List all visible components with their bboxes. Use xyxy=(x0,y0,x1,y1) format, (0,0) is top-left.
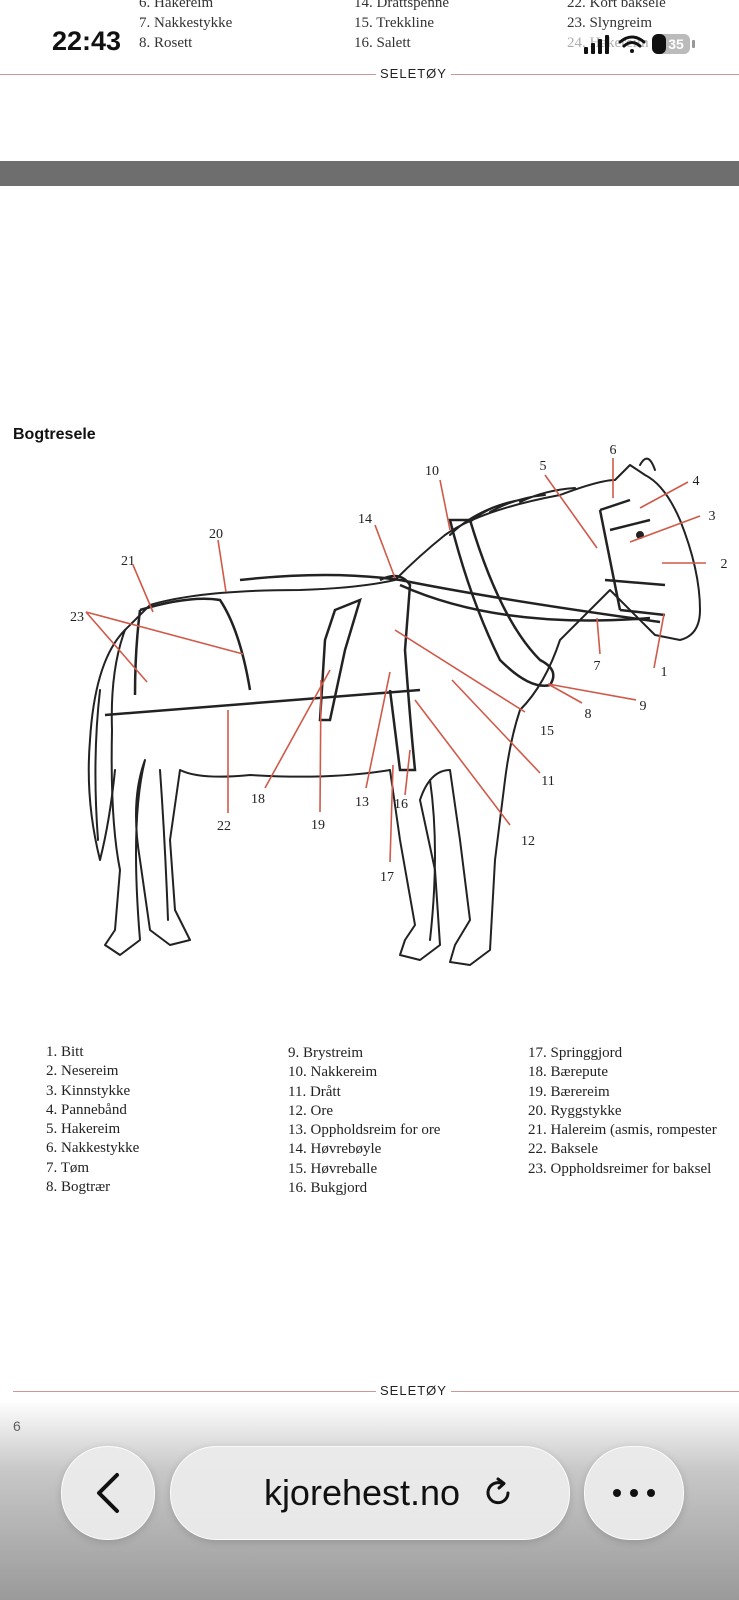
prev-legend-col3-item: 22. Kort baksele xyxy=(567,0,666,11)
callout-21: 21 xyxy=(121,554,135,569)
legend-column-2: 9. Brystreim 10. Nakkereim 11. Drått 12.… xyxy=(288,1044,440,1198)
harness-straps xyxy=(104,498,666,772)
ellipsis-icon xyxy=(613,1489,655,1497)
prev-legend-col1-item: 6. Hakereim xyxy=(139,0,214,11)
prev-legend-col3-item: 23. Slyngreim xyxy=(567,15,652,31)
callout-20: 20 xyxy=(209,527,223,542)
header-label: SELETØY xyxy=(376,66,451,81)
page-divider xyxy=(0,161,739,186)
legend-item: 4. Pannebånd xyxy=(46,1101,127,1118)
legend-item: 14. Høvrebøyle xyxy=(288,1141,382,1158)
horse-outline xyxy=(87,457,701,966)
legend-item: 12. Ore xyxy=(288,1102,333,1119)
prev-legend-col1-item: 8. Rosett xyxy=(139,35,193,51)
legend-item: 22. Baksele xyxy=(528,1141,598,1158)
legend-item: 9. Brystreim xyxy=(288,1045,363,1061)
legend-column-1: 1. Bitt 2. Nesereim 3. Kinnstykke 4. Pan… xyxy=(46,1043,139,1197)
back-button[interactable] xyxy=(61,1446,155,1540)
callout-4: 4 xyxy=(693,474,700,489)
legend-item: 15. Høvreballe xyxy=(288,1160,378,1177)
callout-9: 9 xyxy=(640,699,647,714)
legend-item: 8. Bogtrær xyxy=(46,1179,111,1196)
address-bar[interactable]: kjorehest.no xyxy=(170,1446,570,1540)
callout-10: 10 xyxy=(425,464,439,479)
legend-item: 5. Hakereim xyxy=(46,1121,121,1138)
legend-item: 3. Kinnstykke xyxy=(46,1082,131,1099)
callout-17: 17 xyxy=(380,870,394,885)
legend-item: 7. Tøm xyxy=(46,1159,90,1176)
legend-item: 20. Ryggstykke xyxy=(528,1102,622,1119)
wifi-icon xyxy=(618,35,646,53)
prev-legend-col2-item: 16. Salett xyxy=(354,35,411,51)
legend-item: 21. Halereim (asmis, rompester xyxy=(528,1122,717,1139)
callout-8: 8 xyxy=(585,707,592,722)
prev-legend-col2-item: 15. Trekkline xyxy=(354,15,435,31)
legend-item: 18. Bærepute xyxy=(528,1064,608,1081)
callout-11: 11 xyxy=(541,774,554,789)
status-time: 22:43 xyxy=(52,26,122,56)
legend-item: 1. Bitt xyxy=(46,1044,84,1060)
legend-column-3: 17. Springgjord 18. Bærepute 19. Bærerei… xyxy=(528,1044,717,1179)
battery-level: 35 xyxy=(668,36,684,52)
callout-1: 1 xyxy=(661,665,668,680)
callout-15: 15 xyxy=(540,724,554,739)
header-rule xyxy=(0,74,739,75)
chevron-left-icon xyxy=(97,1473,119,1513)
callout-7: 7 xyxy=(594,659,601,674)
battery-icon: 35 xyxy=(652,34,695,54)
callout-18: 18 xyxy=(251,792,265,807)
harness-diagram: 1 2 3 4 5 6 7 8 9 10 11 12 13 14 15 16 1… xyxy=(70,443,728,966)
legend-item: 23. Oppholdsreimer for baksel xyxy=(528,1160,712,1177)
callout-14: 14 xyxy=(358,512,372,527)
callout-13: 13 xyxy=(355,795,369,810)
legend-item: 17. Springgjord xyxy=(528,1045,623,1061)
section-title: Bogtresele xyxy=(13,426,96,443)
more-options-button[interactable] xyxy=(584,1446,684,1540)
callout-19: 19 xyxy=(311,818,325,833)
legend-item: 2. Nesereim xyxy=(46,1063,119,1080)
callout-2: 2 xyxy=(721,557,728,572)
legend-item: 13. Oppholdsreim for ore xyxy=(288,1122,441,1139)
url-text: kjorehest.no xyxy=(263,1472,461,1513)
callout-5: 5 xyxy=(540,459,547,474)
legend-item: 11. Drått xyxy=(288,1083,341,1100)
prev-legend-col1-item: 7. Nakkestykke xyxy=(139,15,233,31)
callout-12: 12 xyxy=(521,834,535,849)
reload-icon[interactable] xyxy=(480,1475,516,1511)
status-icons: 35 xyxy=(584,34,695,54)
callout-16: 16 xyxy=(394,797,408,812)
callout-3: 3 xyxy=(709,509,716,524)
callout-numbers: 1 2 3 4 5 6 7 8 9 10 11 12 13 14 15 16 1… xyxy=(70,443,728,885)
callout-6: 6 xyxy=(610,443,617,458)
signal-icon xyxy=(584,35,609,54)
legend-item: 19. Bærereim xyxy=(528,1083,610,1100)
legend-item: 10. Nakkereim xyxy=(288,1064,378,1081)
callout-lines xyxy=(85,458,706,863)
prev-legend-col2-item: 14. Drattspenne xyxy=(354,0,449,11)
legend-item: 6. Nakkestykke xyxy=(46,1140,140,1157)
legend-item: 16. Bukgjord xyxy=(288,1180,368,1197)
callout-22: 22 xyxy=(217,819,231,834)
callout-23: 23 xyxy=(70,610,84,625)
footer-label: SELETØY xyxy=(376,1383,451,1398)
